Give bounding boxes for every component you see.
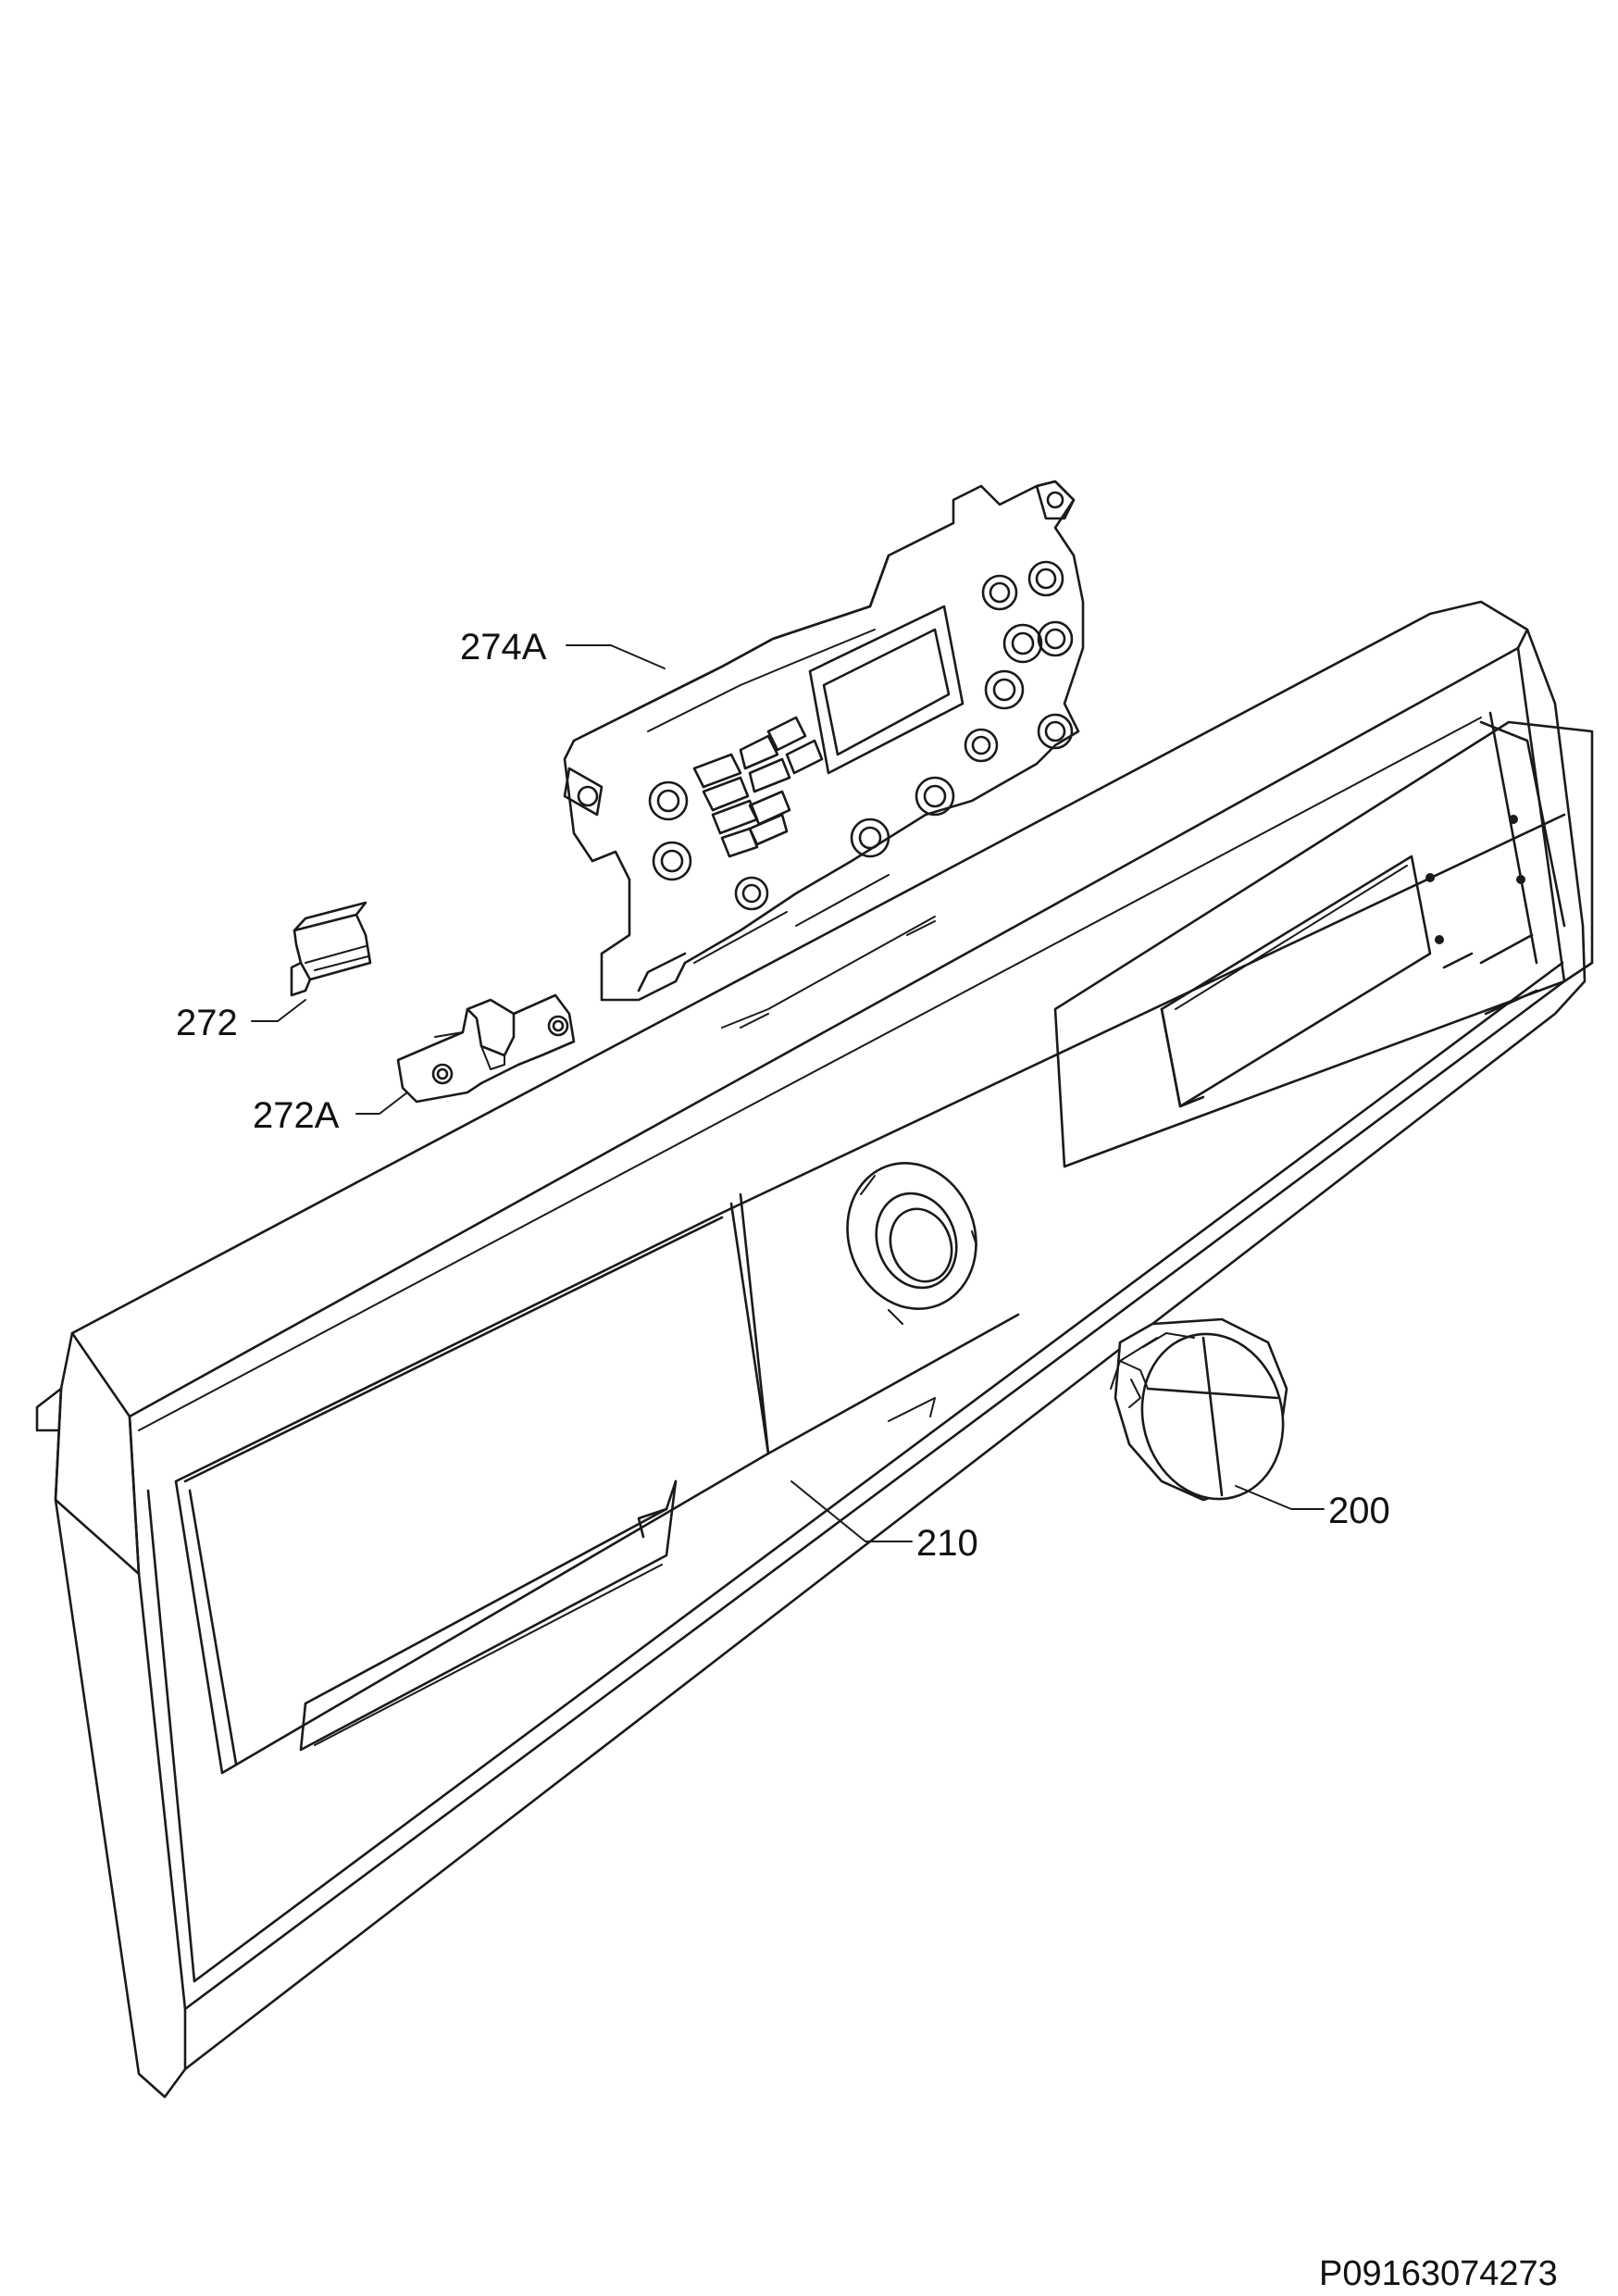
part-272A: [396, 993, 576, 1104]
leader-272A: [355, 1092, 408, 1115]
callout-272A: 272A: [253, 1095, 340, 1136]
callout-200: 200: [1328, 1491, 1390, 1531]
control-panel-210: [35, 600, 1594, 2099]
leader-272: [251, 999, 306, 1022]
knob-200: [1110, 1317, 1288, 1502]
part-272: [290, 901, 372, 997]
callout-274A: 274A: [460, 627, 547, 668]
leader-274A: [566, 644, 666, 669]
callout-272: 272: [176, 1003, 238, 1043]
pcb-holder-274A: [563, 480, 1085, 1002]
leader-210: [790, 1480, 913, 1542]
callout-210: 210: [916, 1523, 978, 1564]
leader-200: [1235, 1485, 1325, 1510]
drawing-code: P09163074273: [1319, 2254, 1558, 2293]
